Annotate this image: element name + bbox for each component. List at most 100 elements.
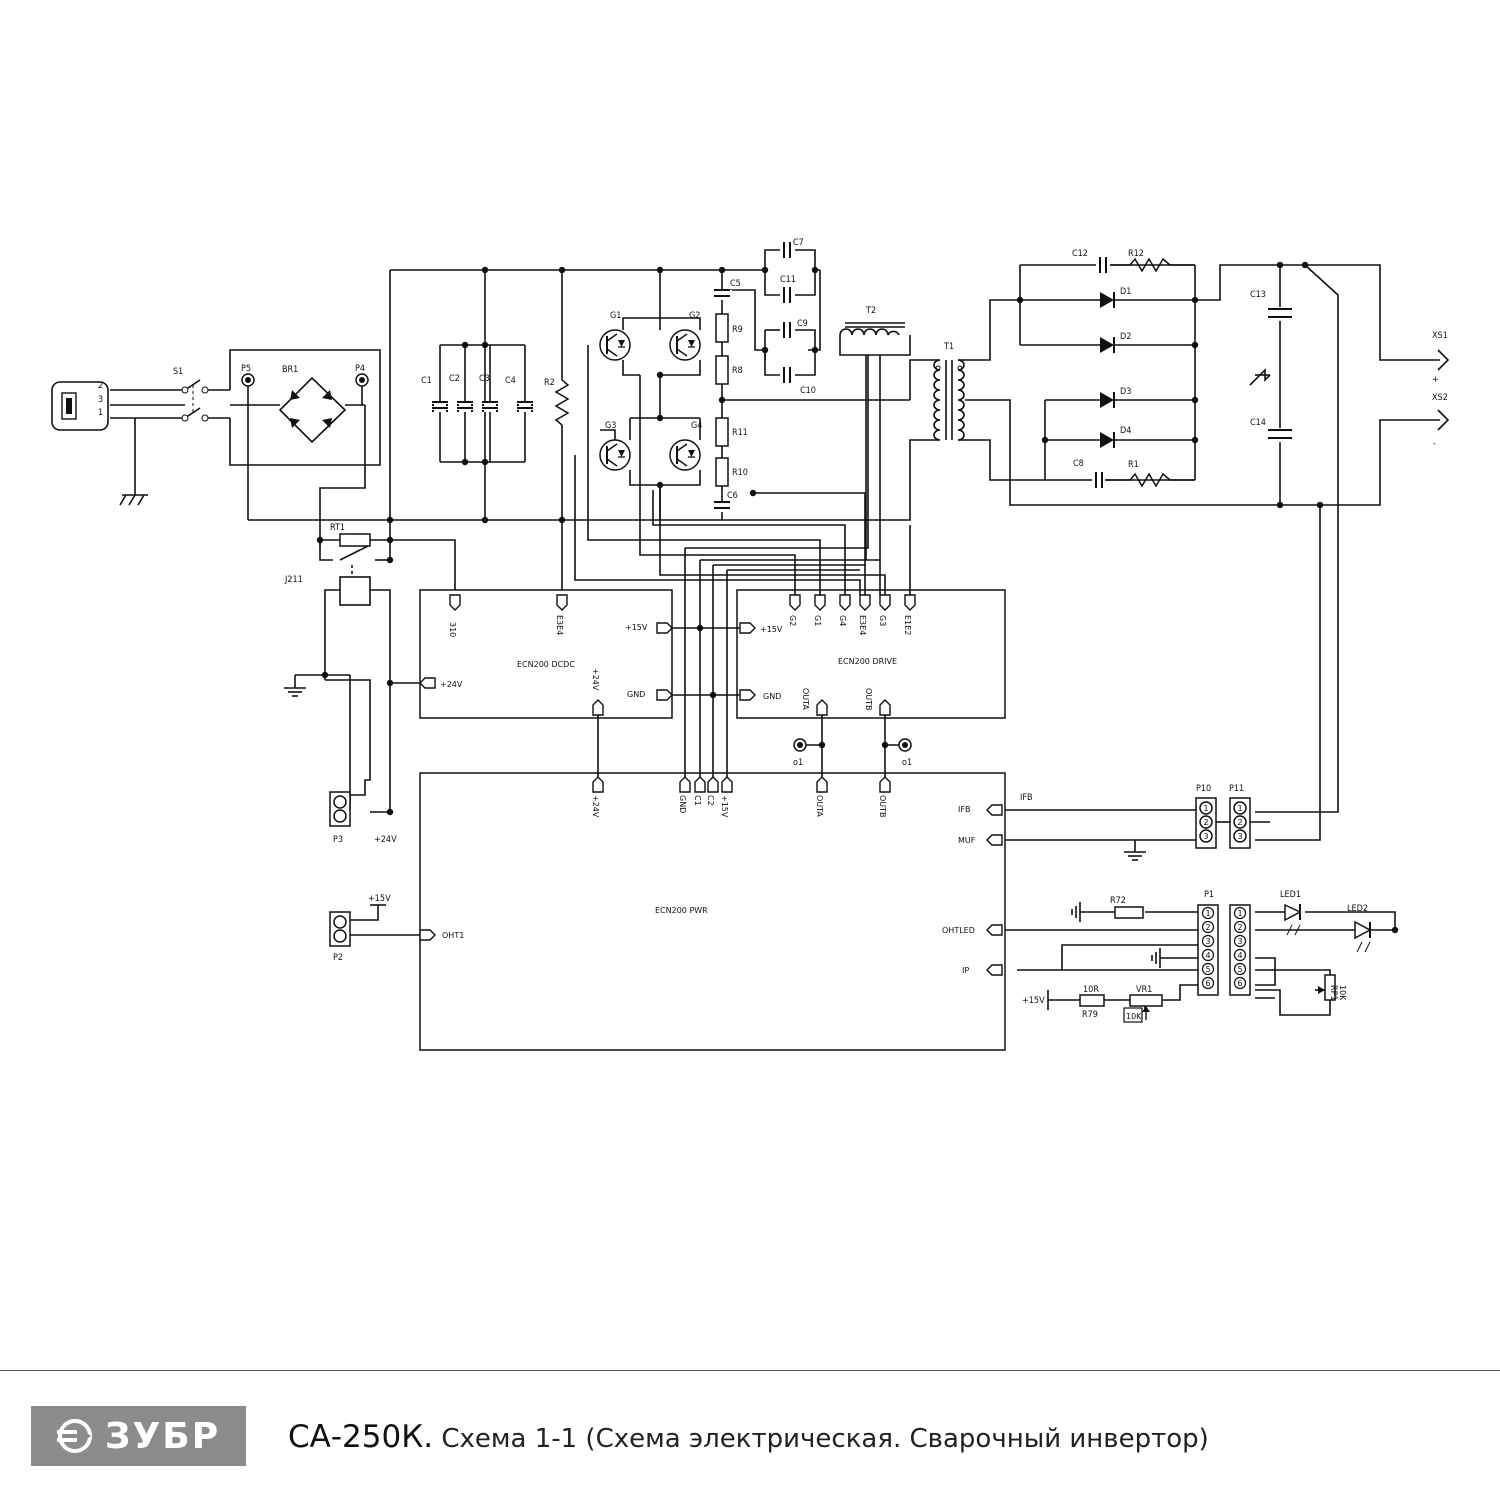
- p5-jack: [241, 373, 255, 387]
- block-title-pwr: ECN200 PWR: [655, 906, 708, 915]
- p1b-pin-5: 5: [1237, 965, 1242, 974]
- label-c9: C9: [797, 319, 808, 329]
- p1a-pin-6: 6: [1205, 979, 1210, 988]
- label-j211: J211: [284, 575, 303, 585]
- label-g3: G3: [605, 421, 616, 431]
- p1a-pin-2: 2: [1205, 923, 1210, 932]
- label-c10: C10: [800, 386, 816, 396]
- label-xs1: XS1: [1432, 331, 1448, 341]
- pin-drv-plus15: +15V: [760, 625, 783, 634]
- label-plug-3: 3: [98, 395, 103, 405]
- label-br1: BR1: [282, 365, 298, 375]
- label-c4: C4: [505, 376, 516, 386]
- label-xs2: XS2: [1432, 393, 1448, 403]
- label-d1: D1: [1120, 287, 1131, 297]
- p4-jack: [355, 373, 369, 387]
- label-ifb-net: IFB: [1020, 793, 1033, 803]
- label-p10: P10: [1196, 784, 1211, 794]
- label-c12: C12: [1072, 249, 1088, 259]
- label-c13: C13: [1250, 290, 1266, 300]
- dcdc-board: [419, 589, 673, 719]
- pin-drv-gnd: GND: [763, 692, 781, 701]
- p1b-pin-4: 4: [1237, 951, 1242, 960]
- label-t1: T1: [943, 342, 954, 352]
- label-p1: P1: [1204, 890, 1214, 900]
- schema-description: Схема 1-1 (Схема электрическая. Сварочны…: [441, 1424, 1209, 1454]
- bridge-diodes: [290, 390, 332, 428]
- pin-drv-g1: G1: [813, 615, 822, 626]
- label-p2: P2: [333, 953, 343, 963]
- label-c3: C3: [479, 374, 490, 384]
- pin-pwr-muf: MUF: [958, 836, 976, 845]
- p11-connector: [1229, 797, 1251, 849]
- label-p11: P11: [1229, 784, 1244, 794]
- p1b-pin-6: 6: [1237, 979, 1242, 988]
- pin-drv-e3e4: E3E4: [858, 615, 867, 635]
- label-r10: R10: [732, 468, 748, 478]
- p1a-pin-1: 1: [1205, 909, 1210, 918]
- pin-pwr-ohtled: OHTLED: [942, 926, 975, 935]
- pin-pwr-c1: C1: [693, 795, 702, 806]
- t1-secondary: [957, 359, 965, 441]
- t2-transformer: [839, 328, 900, 336]
- p3-connector: [329, 791, 351, 827]
- pin-dcdc-310: 310: [448, 622, 457, 637]
- pin-pwr-ifb: IFB: [958, 805, 970, 814]
- r79-resistor: [1079, 994, 1105, 1007]
- label-c6: C6: [727, 491, 738, 501]
- label-r12: R12: [1128, 249, 1144, 259]
- footer-divider: [0, 1370, 1500, 1371]
- p10-pin-3: 3: [1203, 832, 1208, 841]
- label-led2: LED2: [1347, 904, 1368, 914]
- label-p3-plus24: +24V: [374, 835, 397, 845]
- drive-board: [736, 589, 1006, 719]
- label-g2: G2: [689, 311, 700, 321]
- label-p4: P4: [355, 364, 365, 374]
- p2-connector: [329, 911, 351, 947]
- label-r79: R79: [1082, 1010, 1098, 1020]
- label-p5: P5: [241, 364, 251, 374]
- label-o1: o1: [793, 758, 803, 768]
- led2: [1354, 920, 1372, 953]
- label-c5: C5: [730, 279, 741, 289]
- pin-dcdc-plus15: +15V: [625, 623, 648, 632]
- welding-inverter-schematic: S1 BR1 P5 P4 RT1 J211 P3 P2 C1 C2 C3 C4 …: [51, 238, 1450, 1051]
- pin-pwr-c2: C2: [706, 795, 715, 806]
- label-xs1-sign: +: [1432, 375, 1439, 385]
- pin-pwr-outa: OUTA: [815, 795, 824, 817]
- label-r72: R72: [1110, 896, 1126, 906]
- t1-primary: [933, 359, 941, 441]
- pin-drv-g3: G3: [878, 615, 887, 626]
- label-plus15-bottom: +15V: [1022, 996, 1045, 1006]
- pin-pwr-ip: IP: [962, 966, 969, 975]
- document-caption: СА-250К. Схема 1-1 (Схема электрическая.…: [288, 1419, 1209, 1455]
- o1-jack: [793, 738, 807, 752]
- label-r2: R2: [544, 378, 555, 388]
- p1a-pin-4: 4: [1205, 951, 1210, 960]
- label-r79-value: 10R: [1083, 985, 1099, 995]
- pin-drv-outb: OUTB: [864, 688, 873, 711]
- label-r1: R1: [1128, 460, 1139, 470]
- pin-dcdc-plus24: +24V: [440, 680, 463, 689]
- label-c2: C2: [449, 374, 460, 384]
- junction-dots: [316, 261, 1399, 934]
- igbt-transistors: [599, 329, 701, 471]
- mains-plug: [51, 381, 109, 431]
- pwr-board: [419, 772, 1006, 1051]
- label-c7: C7: [793, 238, 804, 248]
- block-title-drive: ECN200 DRIVE: [838, 657, 897, 666]
- p1b-pin-1: 1: [1237, 909, 1242, 918]
- label-c11: C11: [780, 275, 796, 285]
- p11-pin-1: 1: [1237, 804, 1242, 813]
- earth-ground: [119, 494, 148, 506]
- label-o2: o1: [902, 758, 912, 768]
- rt1-thermistor: [339, 533, 371, 547]
- label-led1: LED1: [1280, 890, 1301, 900]
- pin-pwr-oht1: OHT1: [442, 931, 464, 940]
- rp1-potentiometer: [1324, 974, 1336, 1001]
- pin-pwr-plus24: +24V: [591, 795, 600, 818]
- label-xs2-sign: -: [1433, 439, 1436, 449]
- label-d3: D3: [1120, 387, 1131, 397]
- p1a-pin-5: 5: [1205, 965, 1210, 974]
- label-plug-2: 2: [98, 381, 103, 391]
